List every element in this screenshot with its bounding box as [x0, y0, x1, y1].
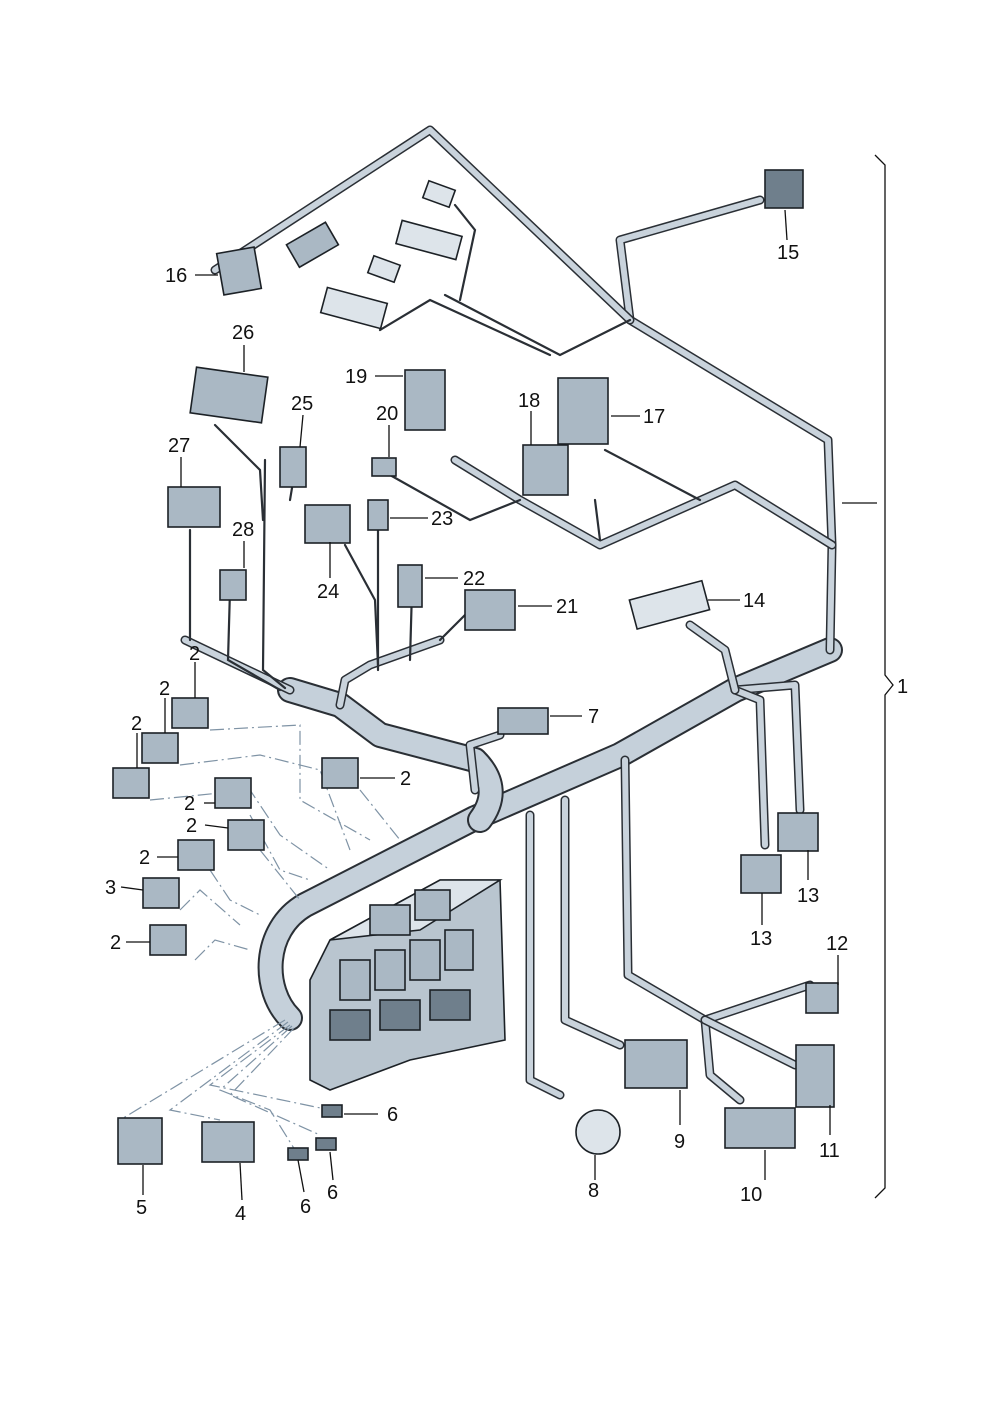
callout-17: 17 [643, 406, 665, 428]
assembly-bracket [874, 154, 894, 1199]
connector-3 [142, 877, 180, 909]
callout-22: 22 [463, 568, 485, 590]
callout-2g: 2 [139, 847, 150, 869]
callout-2d: 2 [400, 768, 411, 790]
callout-2c: 2 [131, 713, 142, 735]
fuse-relay-box [309, 879, 506, 1091]
callout-15: 15 [777, 242, 799, 264]
callout-18: 18 [518, 390, 540, 412]
connector-18 [522, 444, 569, 496]
connector-19 [404, 369, 446, 431]
callout-1: 1 [897, 676, 908, 698]
callout-21: 21 [556, 596, 578, 618]
callout-2h: 2 [110, 932, 121, 954]
connector-2-set [112, 697, 359, 956]
connector-6-set [287, 1104, 343, 1161]
callout-13b: 13 [750, 928, 772, 950]
callout-24: 24 [317, 581, 339, 603]
callout-26: 26 [232, 322, 254, 344]
connector-21 [464, 589, 516, 631]
connector-8 [575, 1109, 621, 1155]
callout-8: 8 [588, 1180, 599, 1202]
main-harness [257, 637, 843, 1031]
connector-17 [557, 377, 609, 445]
connector-23 [367, 499, 389, 531]
callout-2b: 2 [159, 678, 170, 700]
connector-5 [117, 1117, 163, 1165]
callout-7: 7 [588, 706, 599, 728]
callout-14: 14 [743, 590, 765, 612]
callout-10: 10 [740, 1184, 762, 1206]
callout-6a: 6 [387, 1104, 398, 1126]
connector-4 [201, 1121, 255, 1163]
callout-2f: 2 [186, 815, 197, 837]
callout-13a: 13 [797, 885, 819, 907]
connector-20 [371, 457, 397, 477]
callout-4: 4 [235, 1203, 246, 1225]
callout-11: 11 [819, 1140, 840, 1162]
connector-14 [628, 579, 711, 631]
connector-top-small-2 [366, 254, 402, 284]
connector-top-bar-1 [394, 219, 464, 261]
callout-2a: 2 [189, 643, 200, 665]
callout-5: 5 [136, 1197, 147, 1219]
connector-12 [805, 982, 839, 1014]
connector-10 [724, 1107, 796, 1149]
callout-27: 27 [168, 435, 190, 457]
connector-13a [777, 812, 819, 852]
connector-16b [285, 221, 340, 269]
callout-6b: 6 [327, 1182, 338, 1204]
connector-13b [740, 854, 782, 894]
callout-6c: 6 [300, 1196, 311, 1218]
callout-25: 25 [291, 393, 313, 415]
thin-wires [188, 203, 702, 692]
connector-top-small-1 [421, 179, 457, 209]
connector-26 [189, 366, 269, 424]
connector-22 [397, 564, 423, 608]
callout-3: 3 [105, 877, 116, 899]
callout-12: 12 [826, 933, 848, 955]
callout-16: 16 [165, 265, 187, 287]
callout-2e: 2 [184, 793, 195, 815]
connector-7 [497, 707, 549, 735]
connector-28 [219, 569, 247, 601]
callout-23: 23 [431, 508, 453, 530]
leader-lines [120, 209, 877, 1201]
connector-15 [764, 169, 804, 209]
dashed-links [119, 724, 401, 1151]
connector-27 [167, 486, 221, 528]
callout-9: 9 [674, 1131, 685, 1153]
connector-9 [624, 1039, 688, 1089]
connector-top-bar-2 [319, 286, 389, 330]
callout-20: 20 [376, 403, 398, 425]
connector-16a [215, 246, 263, 296]
connector-11 [795, 1044, 835, 1108]
branch-harness [180, 125, 837, 1105]
callout-labels: 1 16 15 26 25 27 28 19 20 18 17 23 24 22… [105, 242, 908, 1225]
callout-28: 28 [232, 519, 254, 541]
connector-25 [279, 446, 307, 488]
connector-24 [304, 504, 351, 544]
callout-19: 19 [345, 366, 367, 388]
